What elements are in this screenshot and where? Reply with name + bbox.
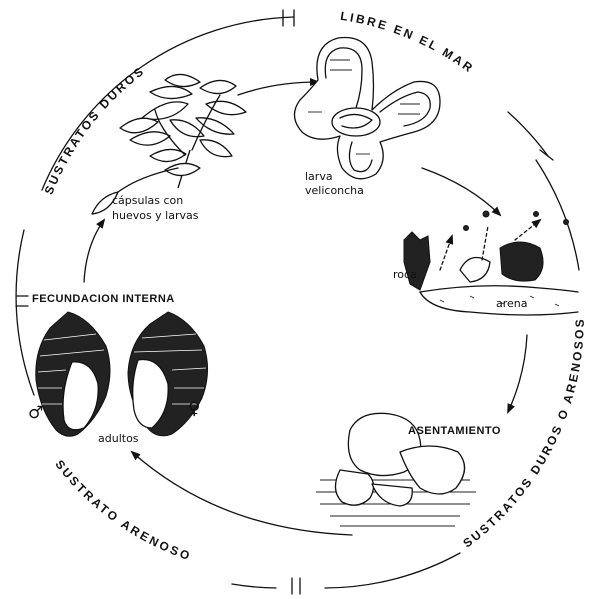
female-symbol: ♀ bbox=[188, 399, 200, 419]
capsulas-label-line1: cápsulas con bbox=[112, 194, 183, 207]
adultos-label: adultos bbox=[98, 432, 139, 445]
arena-label: arena bbox=[496, 297, 528, 310]
larva-label-line1: larva bbox=[305, 170, 333, 183]
arrow-larva-to-settle bbox=[422, 168, 500, 215]
roca-label: roca bbox=[393, 268, 417, 281]
substrate-scene-illustration bbox=[404, 211, 578, 315]
arc-label-sustrato-arenoso: SUSTRATO ARENOSO bbox=[52, 457, 193, 563]
larva-veliconcha-illustration bbox=[294, 38, 440, 179]
larva-label-line2: veliconcha bbox=[305, 184, 364, 197]
arrow-to-adults bbox=[132, 452, 352, 535]
male-symbol: ♂ bbox=[28, 403, 43, 423]
asentamiento-label: ASENTAMIENTO bbox=[408, 425, 501, 437]
arrow-to-asentamiento bbox=[508, 335, 527, 412]
fecundacion-interna-label: FECUNDACION INTERNA bbox=[32, 293, 175, 305]
adult-shell-male-illustration bbox=[36, 312, 110, 436]
arrow-adults-to-capsules bbox=[84, 220, 104, 282]
capsulas-label-line2: huevos y larvas bbox=[112, 209, 199, 222]
